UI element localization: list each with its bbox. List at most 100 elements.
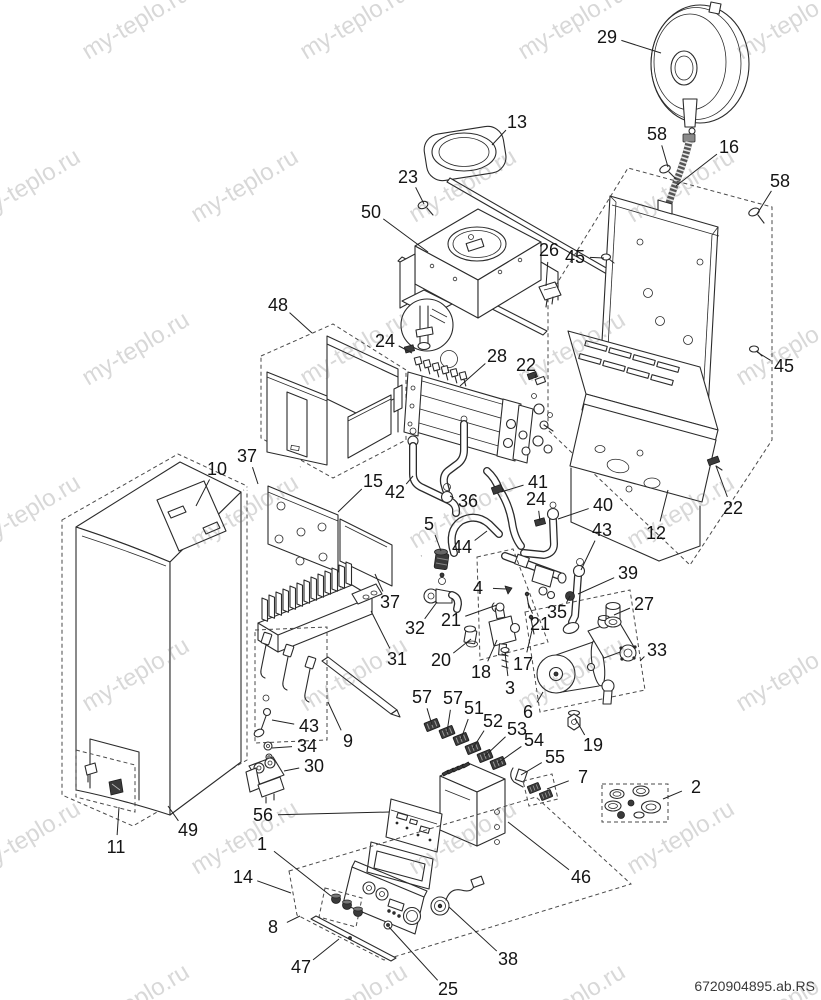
- power-cord: [445, 875, 485, 901]
- callout-58: 58: [647, 124, 667, 144]
- leader-line-21: [527, 602, 534, 614]
- elbow-32: [423, 588, 462, 613]
- callout-29: 29: [597, 27, 617, 47]
- watermark-text: my-teplo.ru: [0, 795, 85, 880]
- screw-spring-3: [500, 646, 510, 669]
- leader-line-10: [195, 479, 211, 507]
- callout-54: 54: [524, 730, 544, 750]
- leader-line-5: [434, 534, 442, 552]
- part-pipes: [409, 420, 586, 661]
- callout-9: 9: [343, 731, 353, 751]
- bolt-43-lower: [253, 707, 272, 738]
- leader-line-19: [574, 717, 586, 736]
- leader-line-32: [424, 601, 438, 620]
- leader-line-33: [639, 656, 645, 662]
- callout-39: 39: [618, 563, 638, 583]
- watermark-text: my-teplo.ru: [513, 958, 630, 1000]
- leader-line-11: [116, 806, 120, 836]
- clip-22-top: [526, 371, 547, 386]
- callout-48: 48: [268, 295, 288, 315]
- electrode-kit-box: [254, 626, 328, 744]
- callout-15: 15: [363, 471, 383, 491]
- leader-line-16: [675, 153, 718, 187]
- leader-line-43: [271, 719, 295, 725]
- callout-11: 11: [107, 837, 126, 857]
- callout-7: 7: [578, 767, 588, 787]
- valve-body-18: [488, 602, 521, 656]
- part-heat-exchanger: [403, 344, 554, 464]
- leader-line-15: [337, 488, 363, 513]
- part-inner-panel: [243, 465, 422, 590]
- callout-14: 14: [233, 867, 253, 887]
- leader-line-39: [577, 577, 615, 595]
- part-control-panel: [288, 796, 632, 962]
- part-pump: [524, 589, 646, 731]
- leader-line-7: [546, 780, 569, 790]
- plug-38: [430, 896, 450, 916]
- callout-19: 19: [583, 735, 603, 755]
- watermark-text: my-teplo.ru: [513, 632, 630, 717]
- watermark-text: my-teplo.ru: [731, 632, 821, 717]
- leader-line-25: [388, 926, 439, 981]
- callout-37: 37: [237, 446, 257, 466]
- leader-line-57: [446, 709, 451, 733]
- leader-line-56: [277, 811, 390, 816]
- plug-19: [567, 709, 581, 731]
- bracket-55: [510, 767, 528, 788]
- leader-line-57: [426, 708, 433, 726]
- callout-55: 55: [545, 747, 565, 767]
- callout-8: 8: [268, 917, 278, 937]
- leader-line-44: [474, 530, 488, 541]
- leader-line-53: [484, 736, 506, 757]
- callout-18: 18: [471, 662, 491, 682]
- callout-27: 27: [634, 594, 654, 614]
- knob-set-1: [318, 887, 363, 928]
- leader-line-46: [507, 821, 570, 871]
- leader-line-9: [327, 701, 342, 731]
- watermark-text: my-teplo.ru: [622, 143, 739, 228]
- callout-24: 24: [375, 331, 395, 351]
- leader-line-2: [662, 790, 683, 800]
- callout-31: 31: [387, 649, 407, 669]
- panel-kit-box: [288, 796, 632, 961]
- leader-line-24: [538, 510, 541, 522]
- pump-kit-box-33: [524, 589, 646, 713]
- leader-line-47: [312, 938, 340, 961]
- callout-13: 13: [507, 112, 527, 132]
- leader-line-34: [271, 746, 293, 749]
- leader-line-24: [398, 345, 413, 354]
- clip-22-bottom: [706, 455, 723, 471]
- leader-line-4: [492, 587, 507, 590]
- part-display-pcb: [366, 798, 443, 890]
- screw-58-right: [748, 207, 765, 224]
- callout-50: 50: [361, 202, 381, 222]
- callout-21: 21: [530, 614, 550, 634]
- pin-21: [526, 595, 530, 609]
- callout-22: 22: [516, 355, 536, 375]
- callout-28: 28: [487, 346, 507, 366]
- callout-45: 45: [774, 356, 794, 376]
- screw-45-top: [600, 253, 615, 264]
- watermark-text: my-teplo.ru: [295, 0, 412, 65]
- valve-5: [433, 548, 450, 585]
- callout-24: 24: [526, 489, 546, 509]
- leader-line-6: [536, 691, 544, 703]
- watermark-text: my-teplo.ru: [0, 469, 85, 554]
- part-valve-cluster: [423, 548, 521, 669]
- callout-33: 33: [647, 640, 667, 660]
- watermark-text: my-teplo.ru: [731, 0, 821, 65]
- leader-line-22: [715, 465, 728, 498]
- callout-36: 36: [458, 491, 478, 511]
- callout-35: 35: [547, 602, 567, 622]
- washers-34: [263, 741, 273, 761]
- part-combustion-chamber: [260, 323, 407, 479]
- watermark-text: my-teplo.ru: [0, 143, 85, 228]
- leader-line-18: [487, 639, 498, 662]
- knob-25: [383, 920, 393, 930]
- leader-line-31: [370, 610, 391, 649]
- leader-line-38: [448, 906, 498, 952]
- leader-line-28: [459, 363, 486, 387]
- leader-line-1: [273, 850, 332, 897]
- clip-4: [504, 585, 513, 595]
